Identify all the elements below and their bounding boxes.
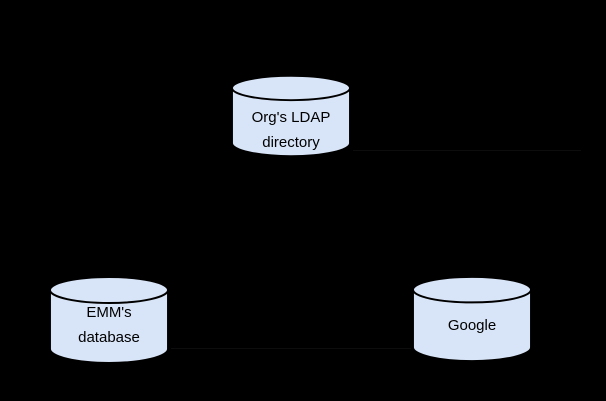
- db-node-label-line: Google: [447, 317, 497, 334]
- connector-line-top-right: [353, 150, 581, 151]
- db-node-org-ldap-directory: Org's LDAP directory: [230, 74, 352, 158]
- db-node-label: EMM's database: [48, 300, 170, 350]
- connector-line-bottom: [171, 348, 411, 349]
- db-node-label-line: directory: [262, 134, 320, 151]
- db-node-emm-database: EMM's database: [48, 275, 170, 365]
- database-cylinder-shape: [230, 74, 352, 158]
- db-node-google: Google: [411, 275, 533, 363]
- db-node-label-line: EMM's: [86, 304, 132, 321]
- database-cylinder-shape: [411, 275, 533, 363]
- database-cylinder-shape: [48, 276, 170, 364]
- db-node-label-line: Org's LDAP: [251, 109, 331, 126]
- db-node-label-line: database: [78, 329, 140, 346]
- db-node-label: Org's LDAP directory: [230, 105, 352, 155]
- db-node-label: Google: [411, 313, 533, 338]
